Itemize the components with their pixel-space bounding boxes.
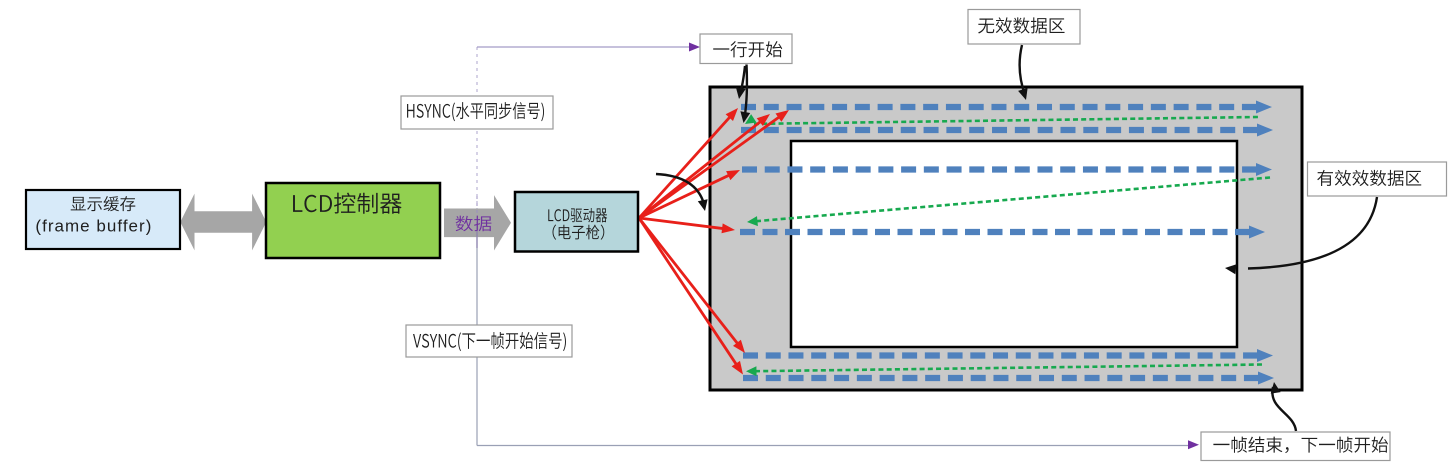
- svg-text:(frame buffer): (frame buffer): [35, 217, 151, 236]
